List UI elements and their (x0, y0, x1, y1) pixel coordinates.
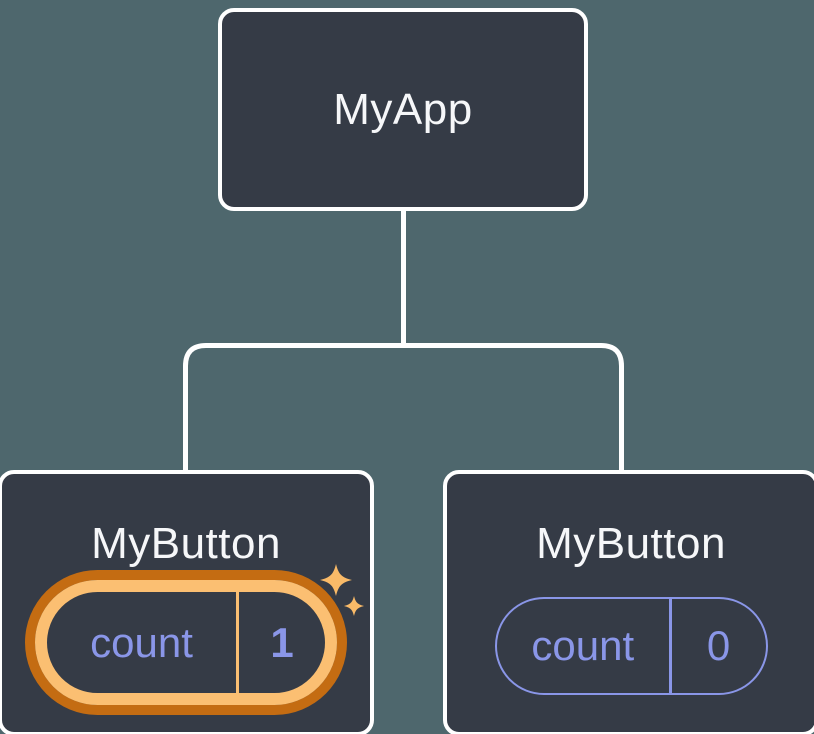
component-node-mybutton-left: MyButton count 1 (0, 470, 374, 734)
sparkle-icon (320, 564, 364, 616)
state-pill: count 0 (494, 597, 768, 695)
component-node-myapp: MyApp (218, 8, 588, 211)
sparkle-star-large (320, 564, 352, 596)
pill-divider (236, 592, 239, 693)
connector-bracket (183, 343, 624, 474)
component-name: MyButton (91, 519, 281, 568)
state-value: 0 (706, 622, 731, 669)
state-value: 1 (270, 618, 294, 666)
component-name: MyButton (536, 519, 726, 568)
component-name: MyApp (333, 84, 473, 134)
pill-divider (669, 599, 672, 693)
component-node-mybutton-right: MyButton count 0 (443, 470, 814, 734)
state-key: count (531, 622, 635, 669)
state-key: count (90, 618, 193, 666)
state-pill-highlighted: count 1 (35, 580, 337, 705)
sparkle-star-small (344, 596, 364, 616)
